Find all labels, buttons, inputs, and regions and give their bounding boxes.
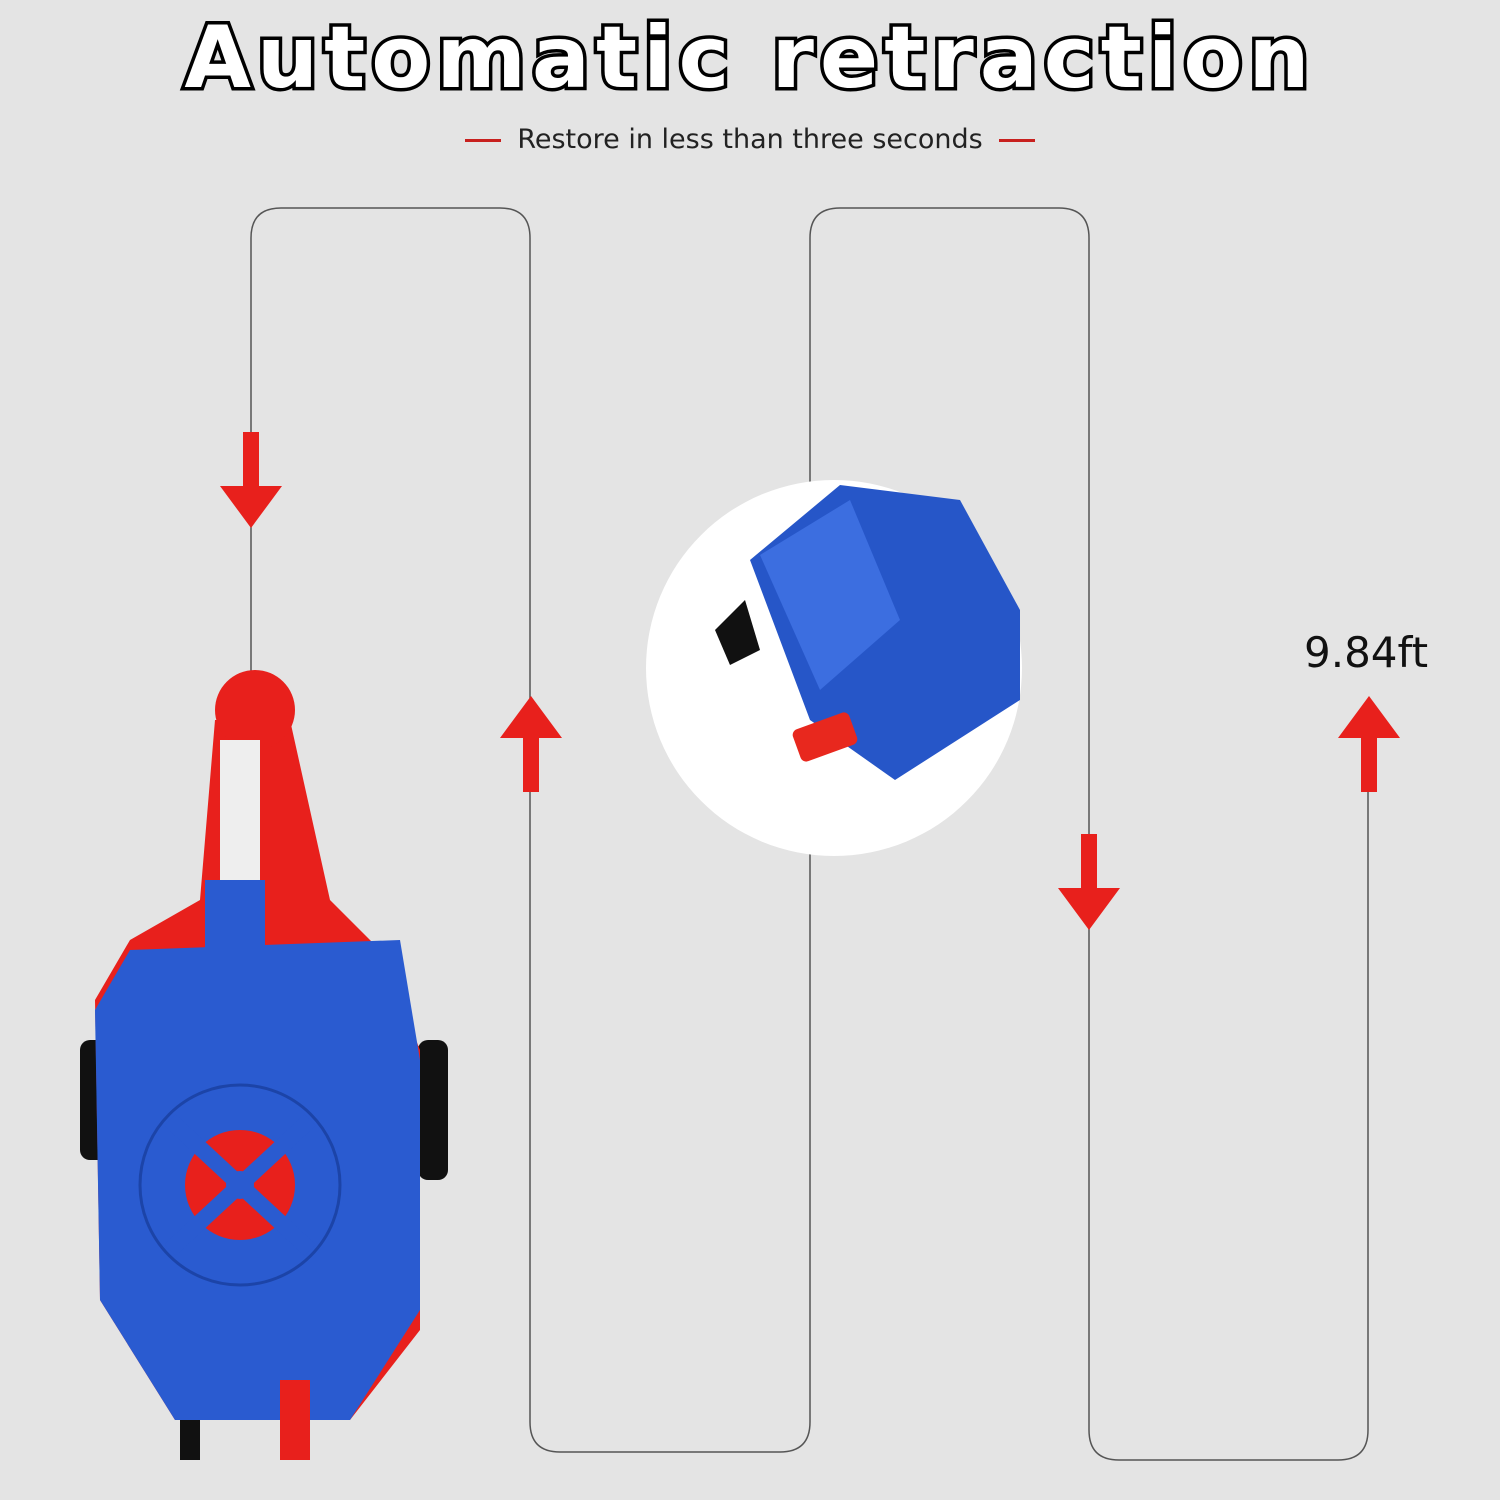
arrow-down-icon — [220, 432, 282, 528]
page-title: Automatic retraction — [181, 5, 1316, 112]
subtitle: Restore in less than three seconds — [0, 124, 1500, 155]
detail-circle — [646, 480, 1022, 856]
arrow-up-icon — [500, 696, 562, 792]
length-label: 9.84ft — [1304, 628, 1429, 677]
arrow-up-icon — [1338, 696, 1400, 792]
left-dash — [465, 139, 502, 142]
web-shooter-product-image — [80, 670, 448, 1460]
subtitle-text: Restore in less than three seconds — [517, 124, 983, 155]
right-dash — [998, 139, 1035, 142]
arrow-down-icon — [1058, 834, 1120, 930]
